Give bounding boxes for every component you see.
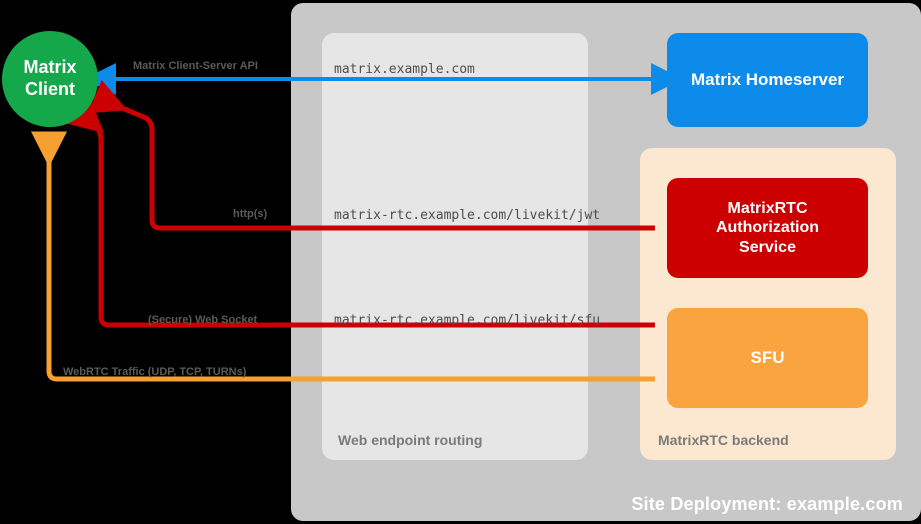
node-sfu[interactable]: SFU [667, 308, 868, 408]
web-endpoint-routing-container: Web endpoint routing [322, 33, 588, 460]
edge-webrtc-traffic [31, 131, 655, 382]
site-deployment-label: Site Deployment: example.com [631, 494, 903, 514]
matrix-homeserver-label: Matrix Homeserver [690, 69, 845, 89]
matrix-client-label-line1: Matrix [23, 57, 77, 78]
matrix-client-label-line2: Client [24, 79, 75, 99]
auth-service-label-line2: Authorization [715, 219, 820, 237]
url-label-livekit-sfu: matrix-rtc.example.com/livekit/sfu [334, 313, 601, 328]
node-matrix-client[interactable]: Matrix Client [2, 31, 98, 127]
web-endpoint-routing-label: Web endpoint routing [338, 432, 483, 448]
matrixrtc-backend-label: MatrixRTC backend [658, 432, 789, 448]
edge-label-secure-web-socket: (Secure) Web Socket [148, 314, 258, 326]
sfu-label: SFU [750, 347, 785, 367]
edge-livekit-sfu [65, 96, 655, 328]
edge-label-matrix-client-server-api: Matrix Client-Server API [133, 60, 258, 72]
edge-livekit-jwt [87, 80, 655, 231]
auth-service-label-line3: Service [739, 238, 796, 256]
node-matrix-homeserver[interactable]: Matrix Homeserver [667, 33, 868, 127]
node-matrixrtc-authorization-service[interactable]: MatrixRTC Authorization Service [667, 178, 868, 278]
auth-service-label-line1: MatrixRTC [727, 199, 808, 217]
url-label-livekit-jwt: matrix-rtc.example.com/livekit/jwt [334, 208, 601, 223]
edge-label-webrtc-traffic: WebRTC Traffic (UDP, TCP, TURNs) [63, 366, 247, 378]
url-label-matrix-example-com: matrix.example.com [334, 62, 475, 77]
edge-label-http-s: http(s) [233, 208, 268, 220]
